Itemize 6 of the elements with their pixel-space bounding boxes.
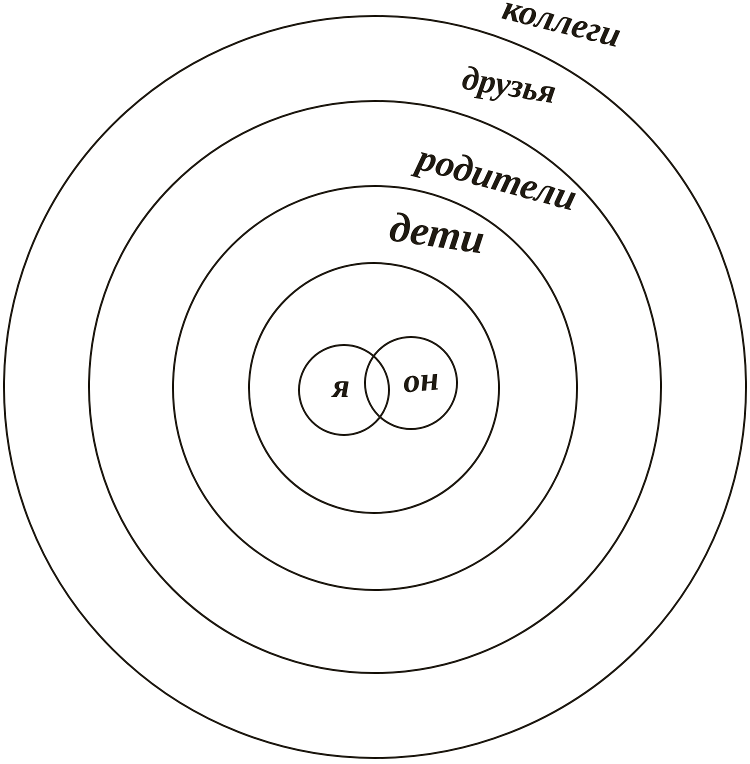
circle-label: я xyxy=(332,370,350,404)
circle-label: он xyxy=(402,362,440,400)
venn-circle xyxy=(364,336,458,430)
circle-label: друзья xyxy=(460,62,558,110)
venn-circle xyxy=(298,344,390,436)
circle-label: коллеги xyxy=(499,0,625,53)
